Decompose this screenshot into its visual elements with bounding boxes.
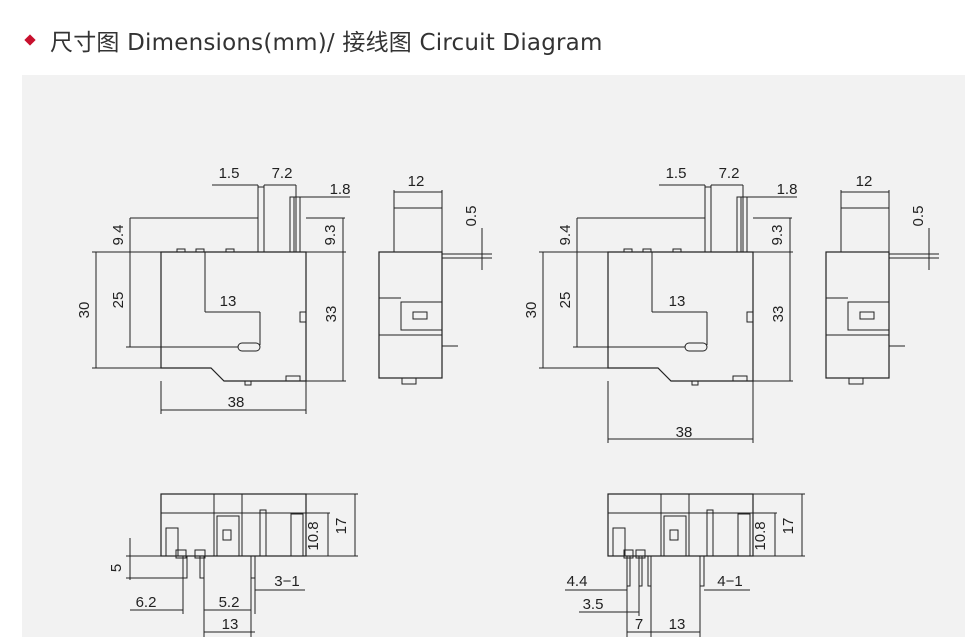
section-title: 尺寸图 Dimensions(mm)/ 接线图 Circuit Diagram — [50, 30, 603, 56]
bottom-dim-1: 10.8 — [752, 521, 769, 550]
dim-10: 38 — [228, 394, 245, 411]
dim-9: 33 — [323, 306, 340, 323]
dim-2: 7.2 — [272, 165, 293, 182]
dim-9: 33 — [770, 306, 787, 323]
left-front-view: 1.5 7.2 1.8 9.4 9.3 30 25 13 33 38 — [76, 165, 350, 414]
side-dim-2: 0.5 — [910, 206, 927, 227]
right-side-view: 12 0.5 — [825, 173, 939, 385]
left-bottom-view: 10.8 17 5 3−1 6.2 5.2 13 — [108, 493, 358, 637]
dim-6: 30 — [523, 302, 540, 319]
bottom-dim-2: 17 — [780, 518, 797, 535]
dim-7: 25 — [110, 292, 127, 309]
dim-10: 38 — [676, 424, 693, 441]
bottom-dim-7: 13 — [222, 616, 239, 633]
dim-2: 7.2 — [719, 165, 740, 182]
left-side-view: 12 0.5 — [378, 173, 492, 385]
section-header: 尺寸图 Dimensions(mm)/ 接线图 Circuit Diagram — [22, 22, 603, 58]
bottom-dim-2: 17 — [333, 518, 350, 535]
bottom-dim-3: 5 — [108, 564, 125, 572]
right-front-view: 1.5 7.2 1.8 9.4 9.3 30 25 13 33 38 — [523, 165, 797, 443]
dim-3: 1.8 — [330, 181, 351, 198]
dim-4: 9.4 — [557, 225, 574, 246]
side-dim-1: 12 — [408, 173, 425, 190]
side-dim-2: 0.5 — [463, 206, 480, 227]
bottom-dim-3: 4.4 — [567, 573, 588, 590]
dim-1: 1.5 — [219, 165, 240, 182]
bottom-dim-4: 4−1 — [717, 573, 742, 590]
dim-7: 25 — [557, 292, 574, 309]
bottom-dim-1: 10.8 — [305, 521, 322, 550]
dim-6: 30 — [76, 302, 93, 319]
bottom-dim-7: 13 — [669, 616, 686, 633]
dim-1: 1.5 — [666, 165, 687, 182]
bottom-dim-5: 6.2 — [136, 594, 157, 611]
bottom-dim-4: 3−1 — [274, 573, 299, 590]
bottom-dim-5: 3.5 — [583, 596, 604, 613]
right-bottom-view: 10.8 17 4.4 4−1 3.5 7 13 — [565, 493, 805, 637]
dim-4: 9.4 — [110, 225, 127, 246]
dim-5: 9.3 — [769, 225, 786, 246]
dim-5: 9.3 — [322, 225, 339, 246]
side-dim-1: 12 — [856, 173, 873, 190]
drawing-panel — [22, 75, 965, 637]
dim-8: 13 — [220, 293, 237, 310]
bottom-dim-6: 7 — [635, 616, 643, 633]
bottom-dim-6: 5.2 — [219, 594, 240, 611]
dim-3: 1.8 — [777, 181, 798, 198]
dim-8: 13 — [669, 293, 686, 310]
